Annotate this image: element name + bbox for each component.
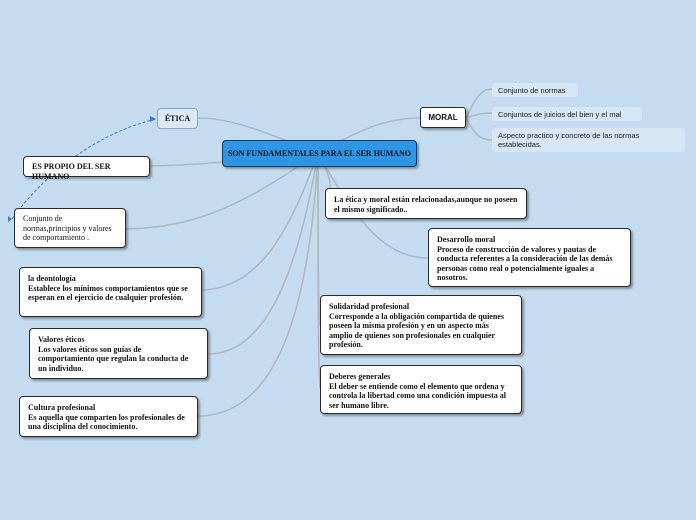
dashed-arrow-head	[150, 116, 156, 122]
moral-subtopic-2[interactable]: Conjuntos de juicios del bien y el mal	[492, 107, 642, 121]
desarrollo-moral-title: Desarrollo moral	[437, 235, 496, 244]
dashed-arrow-tail	[8, 216, 12, 222]
deberes-title: Deberes generales	[329, 372, 391, 381]
cultura-node[interactable]: Cultura profesional Es aquella que compa…	[19, 396, 198, 437]
es-propio-node[interactable]: ES PROPIO DEL SER HUMANO	[23, 156, 150, 181]
deontologia-node[interactable]: la deontología Establece los mínimos com…	[19, 267, 202, 317]
deberes-node[interactable]: Deberes generales El deber se entiende c…	[320, 365, 522, 414]
valores-eticos-title: Valores éticos	[38, 335, 85, 344]
etica-label: ÉTICA	[164, 113, 191, 123]
central-topic-label: SON FUNDAMENTALES PARA EL SER HUMANO	[227, 148, 412, 158]
desarrollo-moral-node[interactable]: Desarrollo moral Proceso de construcción…	[428, 228, 631, 287]
valores-eticos-body: Los valores éticos son guías de comporta…	[38, 344, 189, 373]
moral-subtopic-1-label: Conjunto de normas	[498, 86, 566, 95]
moral-subtopic-3[interactable]: Aspecto practico y concreto de las norma…	[492, 128, 685, 152]
link-moral-sub2	[465, 112, 493, 119]
conjunto-normas-label: Conjunto de normas,principios y valores …	[23, 214, 112, 242]
moral-node[interactable]: MORAL	[420, 107, 466, 128]
link-desarrollo	[317, 152, 429, 259]
solidaridad-body: Corresponde a la obligación compartida d…	[329, 311, 504, 350]
moral-subtopic-1[interactable]: Conjunto de normas	[492, 83, 578, 97]
deontologia-title: la deontología	[28, 274, 76, 283]
central-topic[interactable]: SON FUNDAMENTALES PARA EL SER HUMANO	[222, 140, 417, 167]
deontologia-body: Establece los mínimos comportamientos qu…	[28, 283, 188, 303]
cultura-title: Cultura profesional	[28, 403, 96, 412]
solidaridad-node[interactable]: Solidaridad profesional Corresponde a la…	[320, 295, 522, 355]
moral-label: MORAL	[428, 112, 458, 122]
moral-subtopic-3-label: Aspecto practico y concreto de las norma…	[498, 131, 640, 149]
es-propio-label: ES PROPIO DEL SER HUMANO	[32, 162, 111, 181]
moral-subtopic-2-label: Conjuntos de juicios del bien y el mal	[498, 110, 622, 119]
link-cultura	[197, 152, 319, 417]
etica-node[interactable]: ÉTICA	[157, 108, 198, 129]
link-deberes	[317, 152, 321, 389]
link-valores-eticos	[207, 152, 319, 355]
solidaridad-title: Solidaridad profesional	[329, 302, 410, 311]
link-moral-sub3	[465, 117, 493, 141]
cultura-body: Es aquella que comparten los profesional…	[28, 412, 185, 432]
link-deontologia	[201, 152, 319, 291]
valores-eticos-node[interactable]: Valores éticos Los valores éticos son gu…	[29, 328, 208, 379]
desarrollo-moral-body: Proceso de construcción de valores y pau…	[437, 244, 613, 283]
link-conjunto	[125, 152, 319, 230]
conjunto-normas-node[interactable]: Conjunto de normas,principios y valores …	[14, 208, 126, 248]
link-moral-sub1	[465, 88, 493, 119]
deberes-body: El deber se entiende como el elemento qu…	[329, 381, 506, 410]
relacionadas-node[interactable]: La ética y moral están relacionadas,aunq…	[325, 188, 527, 219]
relacionadas-label: La ética y moral están relacionadas,aunq…	[334, 195, 518, 214]
